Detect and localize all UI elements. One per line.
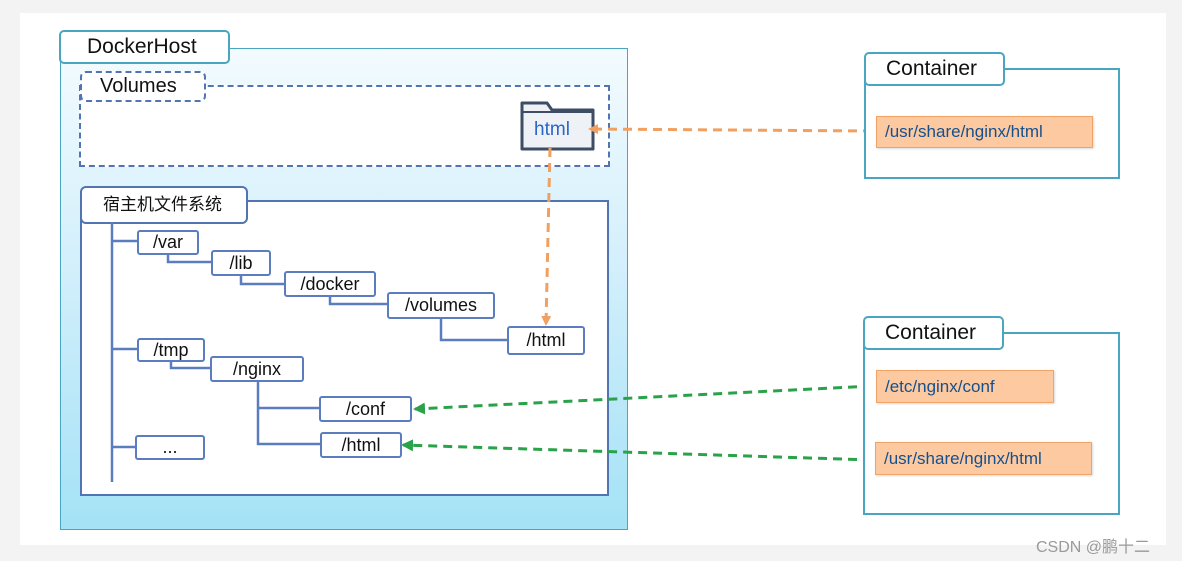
tree-node-conf: /conf: [319, 396, 412, 422]
tree-branch-nginx-html: [256, 380, 321, 446]
html-bind-arrow: [401, 439, 873, 462]
tree-node-nginx-html: /html: [320, 432, 402, 458]
tree-node-lib: /lib: [211, 250, 271, 276]
tree-node-ellipsis: ...: [135, 435, 205, 460]
volume-link-arrow: [588, 124, 873, 135]
tree-branch-volumes: [328, 296, 388, 306]
volumes-title: Volumes: [80, 71, 206, 102]
container-2-conf-path: /etc/nginx/conf: [876, 370, 1054, 403]
tree-node-var: /var: [137, 230, 199, 255]
tree-node-docker: /docker: [284, 271, 376, 297]
tree-node-volumes-html: /html: [507, 326, 585, 355]
container-1-html-path: /usr/share/nginx/html: [876, 116, 1093, 148]
tree-node-nginx: /nginx: [210, 356, 304, 382]
tree-node-tmp: /tmp: [137, 338, 205, 362]
watermark: CSDN @鹏十二: [1036, 539, 1151, 556]
container-2-title: Container: [863, 316, 1004, 350]
volume-folder-label: html: [534, 119, 570, 140]
tree-branch-lib: [166, 253, 212, 264]
container-2-html-path: /usr/share/nginx/html: [875, 442, 1092, 475]
conf-bind-arrow: [413, 384, 873, 415]
volume-mount-arrow: [541, 147, 552, 326]
container-1-title: Container: [864, 52, 1005, 86]
tree-branch-volumes-html: [439, 316, 508, 342]
container-2-box: [863, 332, 1120, 515]
tree-node-volumes: /volumes: [387, 292, 495, 319]
folder-icon: [519, 100, 597, 152]
docker-host-title: DockerHost: [59, 30, 230, 64]
tree-branch-docker: [239, 274, 285, 286]
tree-branch-nginx: [169, 360, 211, 370]
host-file-system-title: 宿主机文件系统: [80, 186, 248, 224]
